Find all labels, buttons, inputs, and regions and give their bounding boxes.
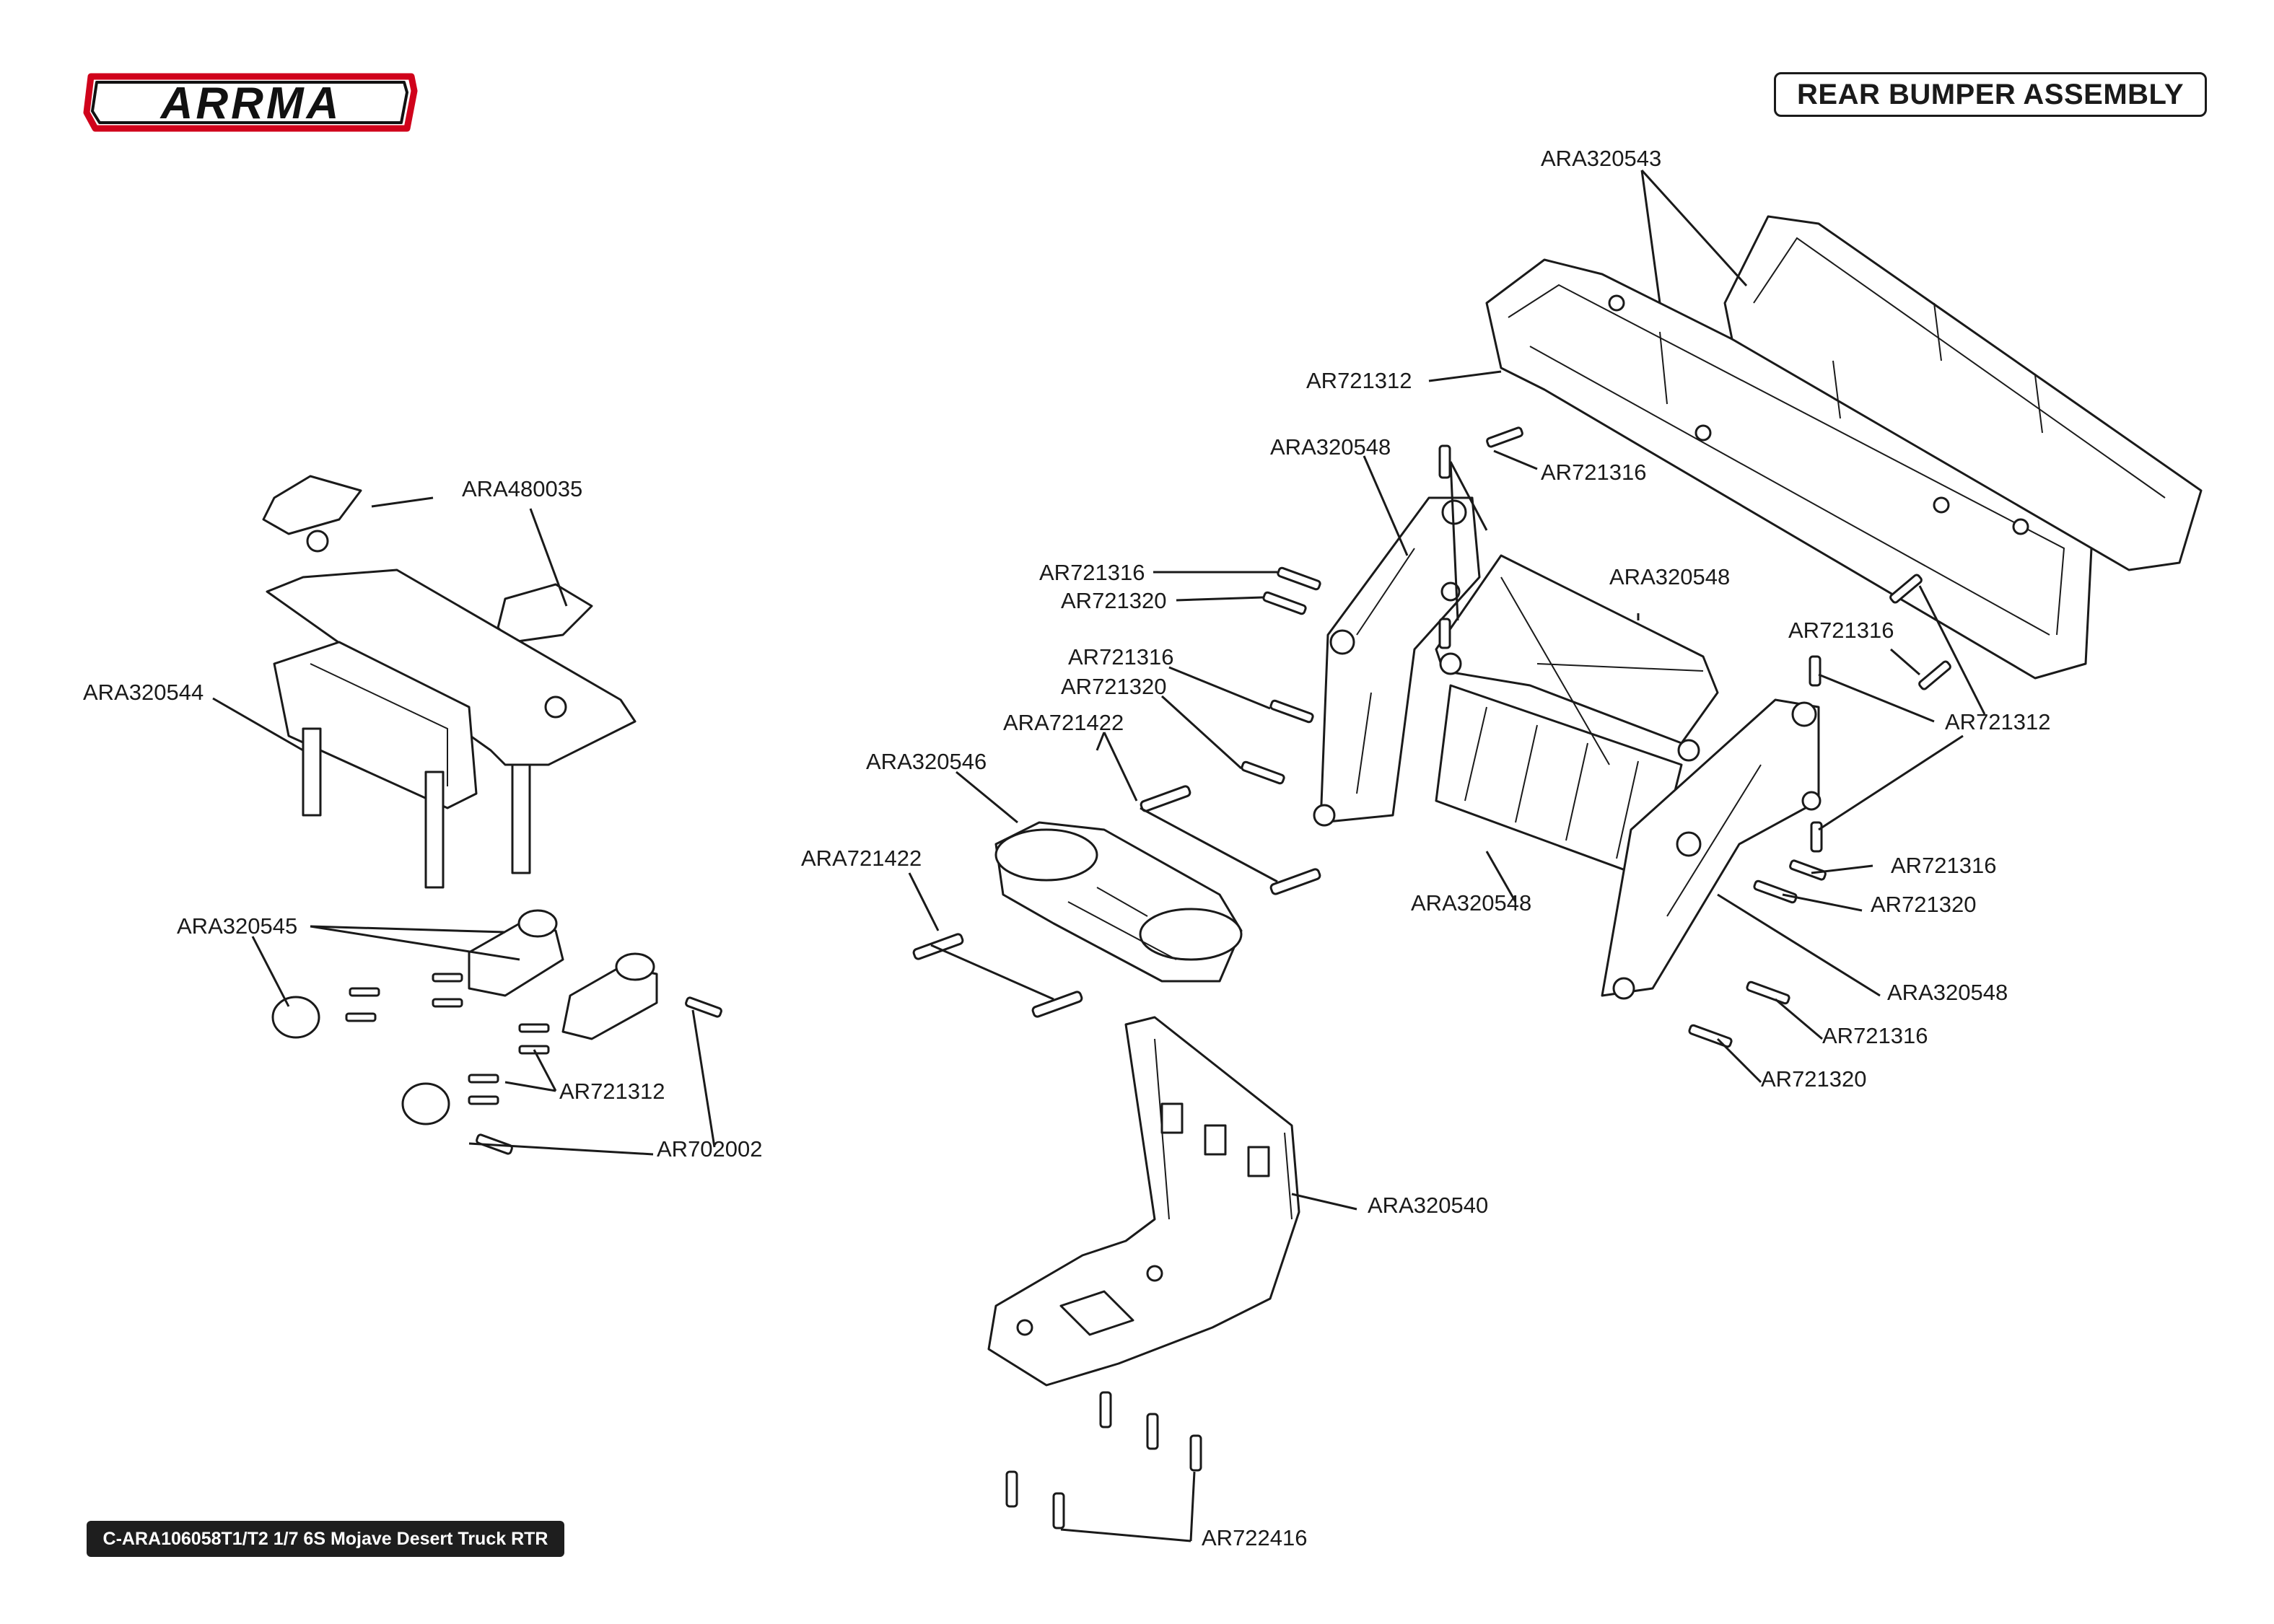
label-ara320545: ARA320545 xyxy=(177,913,297,939)
label-ar702002: AR702002 xyxy=(657,1136,763,1162)
label-ar721316-b: AR721316 xyxy=(1068,644,1174,670)
page-title: REAR BUMPER ASSEMBLY xyxy=(1774,72,2207,117)
label-ar721312-right: AR721312 xyxy=(1945,709,2051,734)
skid-plate-part xyxy=(987,1016,1300,1387)
label-ar721320-a: AR721320 xyxy=(1061,588,1167,613)
label-ar721316-right: AR721316 xyxy=(1788,618,1894,643)
label-ar721316-d: AR721316 xyxy=(1822,1023,1928,1048)
label-ara320548-left: ARA320548 xyxy=(1270,434,1391,460)
label-ara480035: ARA480035 xyxy=(462,476,582,501)
label-ara320546: ARA320546 xyxy=(866,749,987,774)
label-ara721422-a: ARA721422 xyxy=(1003,710,1124,735)
label-ar721316-a: AR721316 xyxy=(1039,560,1145,585)
label-ara320548-bottom: ARA320548 xyxy=(1411,890,1531,916)
left-brace-part xyxy=(1313,496,1481,827)
label-ar721316-c: AR721316 xyxy=(1891,853,1997,878)
label-ar722416: AR722416 xyxy=(1202,1525,1308,1550)
label-ara320540: ARA320540 xyxy=(1368,1193,1488,1218)
footer-model-label: C-ARA106058T1/T2 1/7 6S Mojave Desert Tr… xyxy=(87,1521,564,1557)
label-ar721320-c: AR721320 xyxy=(1871,892,1977,917)
label-ara320544: ARA320544 xyxy=(83,680,204,705)
label-ar721312-left: AR721312 xyxy=(559,1079,665,1104)
body-mount-part xyxy=(262,475,637,889)
arrma-logo: ARRMA xyxy=(81,69,421,136)
logo-wordmark: ARRMA xyxy=(159,79,342,128)
label-ara320548-center: ARA320548 xyxy=(1609,564,1730,589)
label-ar721320-b: AR721320 xyxy=(1061,674,1167,699)
label-ara320548-right: ARA320548 xyxy=(1887,980,2008,1005)
label-ar721316-top: AR721316 xyxy=(1541,460,1647,485)
bumper-mount-part xyxy=(994,821,1243,983)
rear-bumper-part xyxy=(1485,215,2203,680)
label-ar721312-top: AR721312 xyxy=(1306,368,1412,393)
label-ar721320-d: AR721320 xyxy=(1761,1066,1867,1092)
label-ara721422-b: ARA721422 xyxy=(801,846,922,871)
right-brace-part xyxy=(1601,698,1822,1000)
screws-group xyxy=(345,426,1951,1529)
arrma-logo-graphic: ARRMA xyxy=(83,73,418,132)
label-ara320543: ARA320543 xyxy=(1541,146,1661,171)
leader-lines xyxy=(212,169,1986,1542)
part-labels: ARA320543 AR721312 ARA320548 AR721316 AR… xyxy=(83,146,2051,1550)
